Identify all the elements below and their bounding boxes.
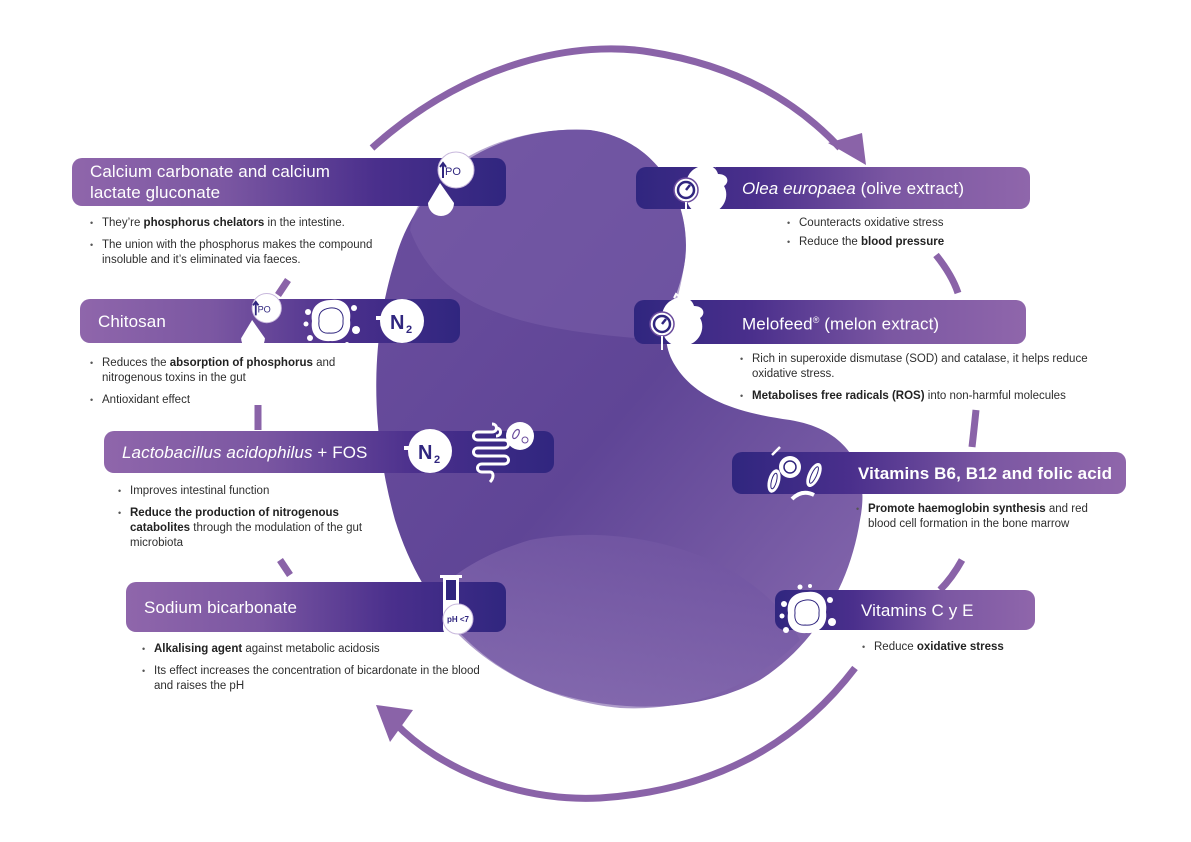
vitamins-ce-bullets: Reduce oxidative stress	[862, 640, 1062, 662]
connector	[933, 252, 962, 295]
bullet: Rich in superoxide dismutase (SOD) and c…	[740, 352, 1120, 382]
vitamins-b-title: Vitamins B6, B12 and folic acid	[858, 463, 1113, 483]
melofeed-bullets: Rich in superoxide dismutase (SOD) and c…	[740, 352, 1120, 411]
phosphate-drop-icon: PO	[241, 293, 282, 351]
title-line-1: Calcium carbonate and calcium	[90, 162, 331, 181]
phosphate-drop-icon: PO	[428, 151, 475, 216]
top-arrow-head	[828, 133, 866, 165]
bullet: The union with the phosphorus makes the …	[90, 238, 410, 268]
olea-europaea-title: Olea europaea (olive extract)	[742, 178, 965, 198]
bullet: Counteracts oxidative stress	[787, 216, 1007, 231]
kidney-nitrogen-icon: N 2	[404, 429, 452, 473]
ph-label: pH <7	[447, 615, 470, 624]
bullet: Reduce the production of nitrogenous cat…	[118, 506, 388, 551]
red-blood-cells-icon	[767, 446, 822, 501]
kidney-lower-shade	[430, 534, 800, 709]
cell-antioxidant-icon	[303, 292, 360, 346]
title-line-2: lactate gluconate	[90, 183, 221, 202]
vitamins-b-bullets: Promote haemoglobin synthesis and red bl…	[856, 502, 1116, 539]
nitrogen-subscript: 2	[406, 324, 412, 336]
sodium-bicarbonate-header: Sodium bicarbonate	[126, 582, 506, 632]
connector	[275, 278, 291, 297]
bullet: Reduce the blood pressure	[787, 235, 1007, 250]
intestine-microbiota-icon	[472, 422, 534, 484]
bullet: Its effect increases the concentration o…	[142, 664, 492, 694]
lactobacillus-title: Lactobacillus acidophilus + FOS	[122, 442, 368, 462]
connector	[277, 558, 293, 577]
bullet: Improves intestinal function	[118, 484, 388, 499]
chitosan-bullets: Reduces the absorption of phosphorus and…	[90, 356, 380, 415]
heart-pressure-gauge-icon	[649, 292, 704, 350]
lactobacillus-bullets: Improves intestinal function Reduce the …	[118, 484, 388, 558]
sodium-bicarbonate-title: Sodium bicarbonate	[144, 597, 298, 617]
heart-pressure-gauge-icon	[673, 160, 728, 216]
bullet: They’re phosphorus chelators in the inte…	[90, 216, 410, 231]
chitosan-title: Chitosan	[98, 311, 166, 331]
bullet: Alkalising agent against metabolic acido…	[142, 642, 492, 657]
test-tube-ph-icon: pH <7	[440, 575, 474, 636]
bullet: Promote haemoglobin synthesis and red bl…	[856, 502, 1116, 532]
kidney-nitrogen-icon: N 2	[376, 299, 424, 343]
top-cycle-arrow	[369, 45, 843, 151]
olea-europaea-bullets: Counteracts oxidative stress Reduce the …	[787, 216, 1007, 257]
nitrogen-subscript: 2	[434, 454, 440, 466]
sodium-bicarbonate-bullets: Alkalising agent against metabolic acido…	[142, 642, 492, 701]
bottom-arrow-head	[376, 705, 413, 742]
connector	[937, 558, 966, 593]
bullet: Reduce oxidative stress	[862, 640, 1062, 655]
bullet: Antioxidant effect	[90, 393, 380, 408]
calcium-carbonate-bullets: They’re phosphorus chelators in the inte…	[90, 216, 410, 275]
calcium-carbonate-title: Calcium carbonate and calcium lactate gl…	[90, 161, 330, 203]
vitamins-ce-title: Vitamins C y E	[861, 600, 974, 620]
connector	[968, 409, 980, 448]
nitrogen-label: N	[418, 442, 432, 464]
phosphate-label: PO	[258, 305, 271, 315]
phosphate-label: PO	[445, 166, 461, 178]
bottom-cycle-arrow	[392, 665, 858, 802]
cell-antioxidant-icon	[779, 584, 836, 638]
nitrogen-label: N	[390, 312, 404, 334]
melofeed-title: Melofeed® (melon extract)	[742, 314, 940, 334]
bullet: Reduces the absorption of phosphorus and…	[90, 356, 380, 386]
bullet: Metabolises free radicals (ROS) into non…	[740, 389, 1120, 404]
